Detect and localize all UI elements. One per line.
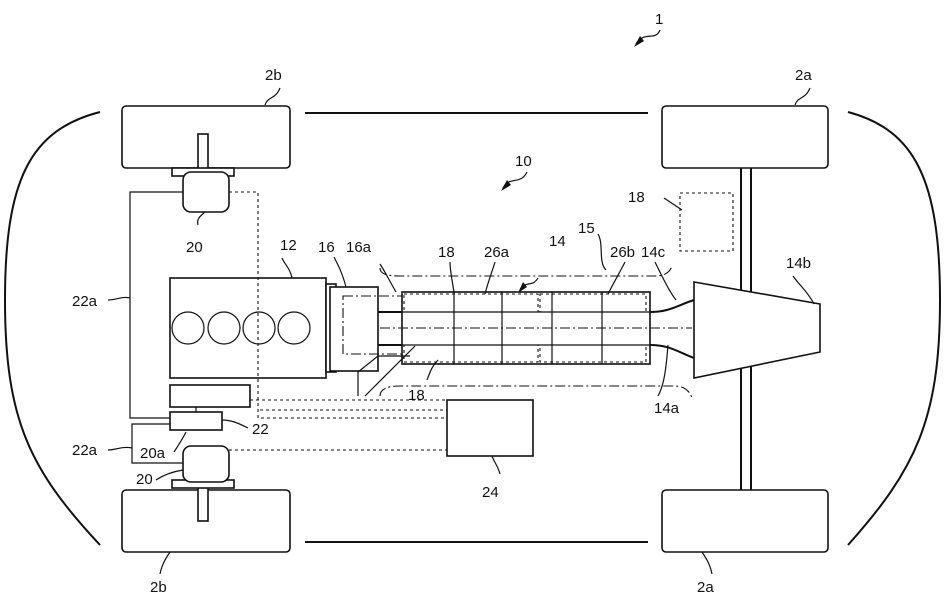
inverter-motor-link: [357, 355, 410, 396]
inverter: [169, 384, 251, 408]
label-motor-top: 18: [438, 244, 455, 261]
label-stator-a: 26a: [484, 244, 510, 261]
label-vehicle: 1: [655, 11, 663, 28]
label-drive-shaft: 14: [549, 233, 566, 250]
vehicle-body-outline: [3, 111, 942, 546]
label-inverter: 22: [252, 421, 269, 438]
engine: [169, 277, 337, 379]
label-front-wheel-bottom: 2a: [697, 579, 714, 596]
front-wheel-bottom: [661, 489, 829, 553]
label-inverter-wire-top: 22a: [72, 293, 98, 310]
label-transmission: 16: [318, 239, 335, 256]
tunnel: [379, 265, 693, 399]
label-transmission-output: 16a: [346, 239, 372, 256]
label-rear-motor-connector: 20a: [140, 445, 166, 462]
label-rear-motor-top: 20: [186, 239, 203, 256]
label-shaft-joint: 14c: [641, 244, 666, 261]
front-wheel-top: [661, 105, 829, 169]
label-tunnel: 15: [578, 220, 595, 237]
front-motor: [679, 192, 734, 252]
label-rear-motor-bottom: 20: [136, 471, 153, 488]
control-lines: [229, 191, 447, 451]
transmission: [329, 286, 414, 372]
label-power-unit: 10: [515, 153, 532, 170]
label-differential: 14b: [786, 255, 811, 272]
label-front-wheel-top: 2a: [795, 67, 812, 84]
differential: [693, 281, 821, 379]
rear-motor-top: [182, 171, 230, 213]
label-stator-b: 26b: [610, 244, 635, 261]
label-inverter-wire-bottom: 22a: [72, 442, 98, 459]
label-engine: 12: [280, 237, 297, 254]
rear-motor-bottom: [182, 445, 230, 483]
label-battery: 24: [482, 484, 499, 501]
label-motor-bottom: 18: [408, 387, 425, 404]
rear-motor-connector: [169, 411, 223, 431]
inverter-wires: [129, 191, 183, 464]
battery: [446, 399, 534, 457]
propeller-shaft: [378, 291, 695, 365]
label-front-motor: 18: [628, 189, 645, 206]
label-rear-wheel-bottom: 2b: [150, 579, 167, 596]
label-rear-wheel-top: 2b: [265, 67, 282, 84]
leader-lines: [107, 29, 815, 575]
label-shaft-front: 14a: [654, 400, 680, 417]
